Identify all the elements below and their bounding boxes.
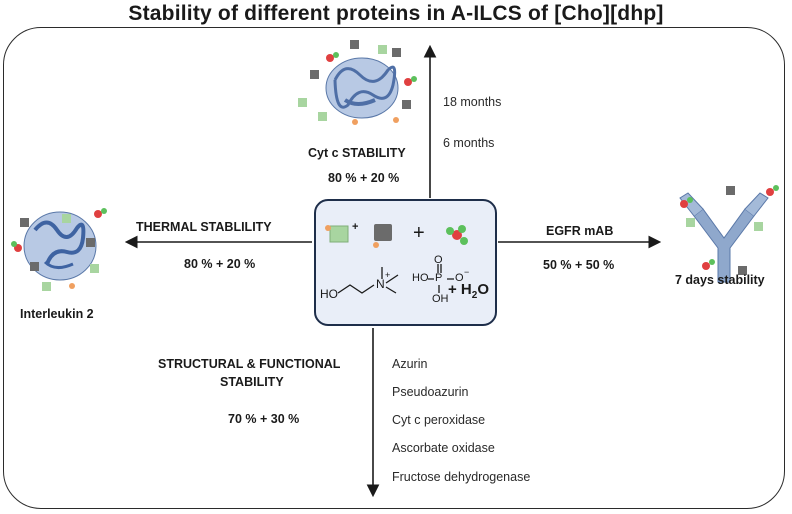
antibody-illustration [679,185,779,283]
interleukin-illustration [11,208,107,291]
cytc-protein-illustration [298,40,417,125]
chem-n: N [376,277,385,291]
chem-o-top: O [434,254,443,266]
center-illustration [325,224,468,294]
diagram-frame [3,27,785,509]
protein-list-item: Cyt c peroxidase [392,413,486,427]
chem-o-minus: O [455,272,464,284]
plus-sign: + [413,222,425,244]
egfr-label: EGFR mAB [546,224,614,238]
water-term: + H2O [448,281,489,301]
time-6-months: 6 months [443,136,495,150]
chem-minus: − [464,267,470,277]
protein-list-item: Fructose dehydrogenase [392,470,531,484]
ionic-liquid-box: + + HO N + O HO P O − OH + H2O [314,199,497,326]
seven-days-label: 7 days stability [675,273,765,287]
interleukin-label: Interleukin 2 [20,307,94,321]
cytc-ratio: 80 % + 20 % [328,171,400,185]
cytc-stability-label: Cyt c STABILITY [308,146,406,160]
chem-nplus: + [385,270,391,280]
thermal-ratio: 80 % + 20 % [184,257,256,271]
protein-list-item: Azurin [392,357,428,371]
structural-label-line1: STRUCTURAL & FUNCTIONAL [158,357,341,371]
chem-ho: HO [320,287,338,301]
structural-label-line2: STABILITY [220,375,284,389]
diagram-title: Stability of different proteins in A-ILC… [128,2,664,25]
egfr-ratio: 50 % + 50 % [543,258,615,272]
structural-ratio: 70 % + 30 % [228,412,300,426]
protein-list-item: Pseudoazurin [392,385,469,399]
time-18-months: 18 months [443,95,502,109]
chem-ho2: HO [412,272,429,284]
thermal-stability-label: THERMAL STABLILITY [136,220,272,234]
cation-plus: + [352,221,359,233]
chem-oh: OH [432,293,449,305]
protein-list-item: Ascorbate oxidase [392,441,495,455]
chem-p: P [435,272,443,284]
